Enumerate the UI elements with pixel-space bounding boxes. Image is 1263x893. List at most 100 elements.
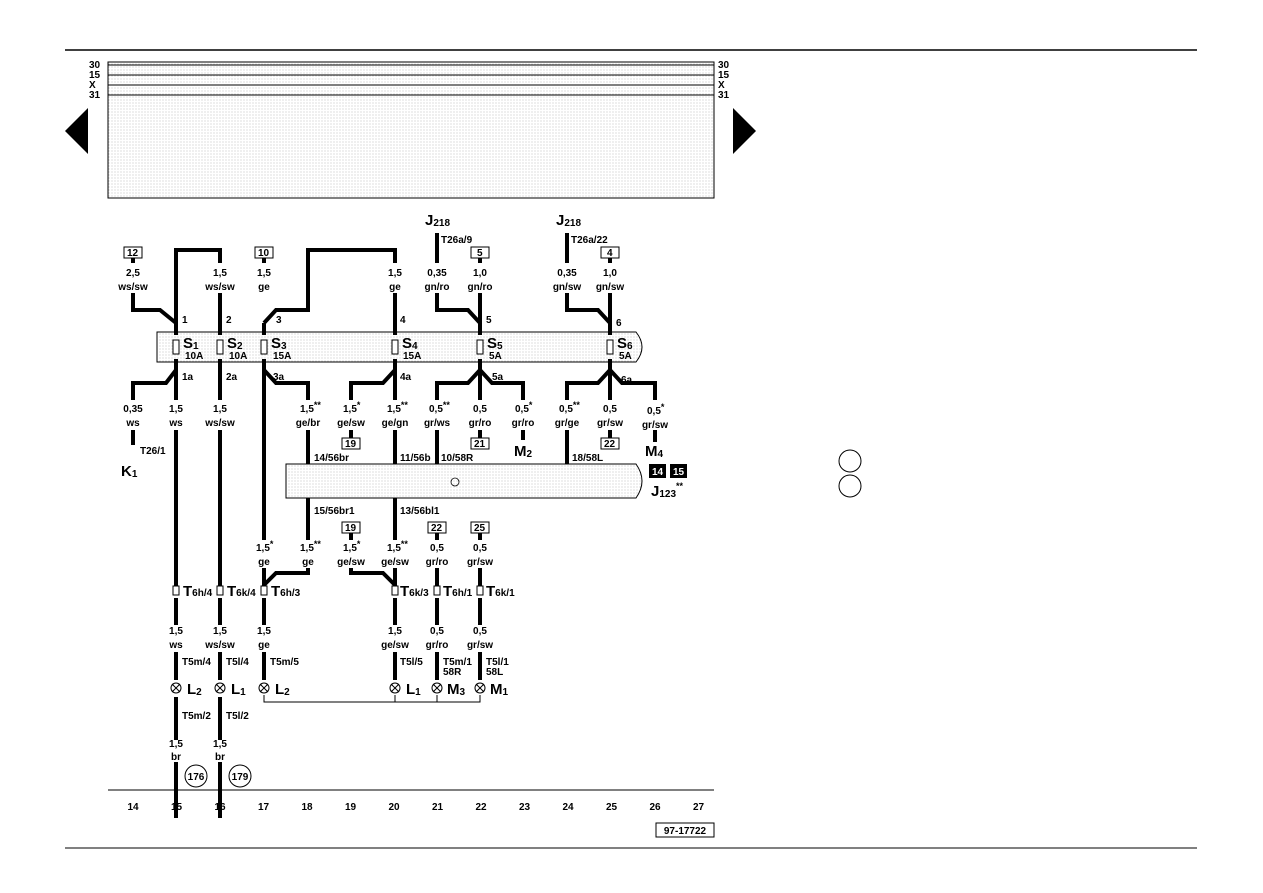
k1-pin: T26/1 xyxy=(140,446,166,457)
module-pin-15-56br1: 15/56br1 xyxy=(314,506,355,517)
connector-t6h1: T6h/1 xyxy=(443,583,473,600)
wire-21-mid-top xyxy=(435,368,482,400)
module-pin-10-58r: 10/58R xyxy=(441,453,474,464)
ground-ref-176-circle[interactable] xyxy=(184,764,208,788)
relay-j218-right-pin: T26a/22 xyxy=(571,235,608,246)
wire-k1-branch xyxy=(131,368,178,400)
svg-text:5A: 5A xyxy=(489,351,502,362)
svg-text:S5: S5 xyxy=(487,335,503,352)
lower-wire-b-size: 1,5** xyxy=(300,539,321,554)
mid-wire-k-size: 0,5 xyxy=(603,404,617,415)
bulb-pin-t5l4: T5l/4 xyxy=(226,657,249,668)
mid-wire-c-color: ws/sw xyxy=(204,418,235,429)
wire-23-mid-top xyxy=(478,368,525,400)
lower-wire-f-color: gr/sw xyxy=(467,557,493,568)
ref-5: 5 xyxy=(477,248,483,259)
ref-22-lower: 22 xyxy=(431,523,443,534)
mid-wire-d-color: ge/br xyxy=(296,418,321,429)
lower-wire-e-color: gr/ro xyxy=(426,557,449,568)
mid-wire-b-size: 1,5 xyxy=(169,404,183,415)
connector-t6k4: T6k/4 xyxy=(227,583,256,600)
track-number: 24 xyxy=(562,802,574,813)
lamp-return-bus xyxy=(263,695,481,703)
fuse-pin-5: 5 xyxy=(486,315,492,326)
bulb-pin-t5m1: T5m/1 xyxy=(443,657,472,668)
mid-wire-l-size: 0,5* xyxy=(647,402,665,417)
component-m4: M4 xyxy=(645,443,664,460)
ref-19-upper: 19 xyxy=(345,439,357,450)
top-wire-24-color: gn/sw xyxy=(553,282,582,293)
mid-wire-a-size: 0,35 xyxy=(123,404,143,415)
top-wire-21-size: 0,35 xyxy=(427,268,447,279)
ref-25: 25 xyxy=(474,523,486,534)
lamp-l1-right: L1 xyxy=(406,681,421,698)
component-k1: K1 xyxy=(121,463,138,480)
reference-boxes xyxy=(123,246,715,838)
mid-wire-c-size: 1,5 xyxy=(213,404,227,415)
bottom-wire-a-size: 1,5 xyxy=(169,626,183,637)
bottom-wire-e-size: 0,5 xyxy=(430,626,444,637)
bottom-wire-e-color: gr/ro xyxy=(426,640,449,651)
bottom-wire-h-color: br xyxy=(215,752,225,763)
rail-label-x-left: X xyxy=(89,80,96,91)
fuse-box xyxy=(156,331,643,363)
triangle-right-icon[interactable] xyxy=(733,108,756,154)
fuse-s6: S6 5A xyxy=(617,335,633,362)
top-wire-25-color: gn/sw xyxy=(596,282,625,293)
badge-14: 14 xyxy=(652,467,664,478)
bottom-wire-f-color: gr/sw xyxy=(467,640,493,651)
fuse-pin-3a: 3a xyxy=(273,372,285,383)
mid-wire-f-color: ge/gn xyxy=(382,418,409,429)
connector-symbols xyxy=(172,585,484,596)
triangle-left-icon[interactable] xyxy=(65,108,88,154)
lamp-m3: M3 xyxy=(447,681,466,698)
top-wire-15-size: 2,5 xyxy=(126,268,140,279)
module-pin-13-56bl1: 13/56bl1 xyxy=(400,506,440,517)
fuse-pin-2a: 2a xyxy=(226,372,238,383)
track-number: 22 xyxy=(475,802,487,813)
connector-t6h3: T6h/3 xyxy=(271,583,301,600)
fuse-s5: S5 5A xyxy=(487,335,503,362)
track-number: 25 xyxy=(606,802,618,813)
relay-j218-left-pin: T26a/9 xyxy=(441,235,473,246)
rail-label-15-right: 15 xyxy=(718,70,730,81)
track-number: 23 xyxy=(519,802,531,813)
wire-26-mid-top xyxy=(608,368,657,400)
bulb-pin-t5m5: T5m/5 xyxy=(270,657,299,668)
lower-wire-f-size: 0,5 xyxy=(473,543,487,554)
diagram-code: 97-17722 xyxy=(664,826,707,837)
component-j123: J123** xyxy=(651,481,684,500)
rail-label-x-right: X xyxy=(718,80,725,91)
bulb-pin-t5m4: T5m/4 xyxy=(182,657,211,668)
bottom-wire-g-size: 1,5 xyxy=(169,739,183,750)
svg-text:5A: 5A xyxy=(619,351,632,362)
track-number: 16 xyxy=(214,802,226,813)
mid-wire-e-color: ge/sw xyxy=(337,418,365,429)
ground-ref-179-circle[interactable] xyxy=(228,764,252,788)
wire-15-16-loop xyxy=(174,248,222,323)
mid-wire-h-color: gr/ro xyxy=(469,418,492,429)
mid-wire-a-color: ws xyxy=(125,418,140,429)
mid-wire-j-color: gr/ge xyxy=(555,418,580,429)
bottom-wire-c-color: ge xyxy=(258,640,270,651)
track-number: 14 xyxy=(127,802,139,813)
legend-circle-1 xyxy=(838,449,862,473)
svg-text:15A: 15A xyxy=(273,351,291,362)
wire-24-mid-top xyxy=(565,368,612,400)
lower-wire-b-color: ge xyxy=(302,557,314,568)
badge-15: 15 xyxy=(673,467,685,478)
ref-4: 4 xyxy=(607,248,613,259)
mid-wire-d-size: 1,5** xyxy=(300,400,321,415)
bulb-pin-t5m1-58r: 58R xyxy=(443,667,462,678)
wire-15-top-a xyxy=(131,293,178,325)
track-number: 26 xyxy=(649,802,661,813)
wire-19-mid-top xyxy=(349,368,397,400)
fuse-pin-6: 6 xyxy=(616,318,622,329)
connector-t6h4: T6h/4 xyxy=(183,583,213,600)
module-pin-14-56br: 14/56br xyxy=(314,453,349,464)
mid-wire-h-size: 0,5 xyxy=(473,404,487,415)
top-wire-22-size: 1,0 xyxy=(473,268,487,279)
svg-text:S2: S2 xyxy=(227,335,243,352)
fuse-pin-6a: 6a xyxy=(621,375,633,386)
connector-t6k3: T6k/3 xyxy=(400,583,429,600)
